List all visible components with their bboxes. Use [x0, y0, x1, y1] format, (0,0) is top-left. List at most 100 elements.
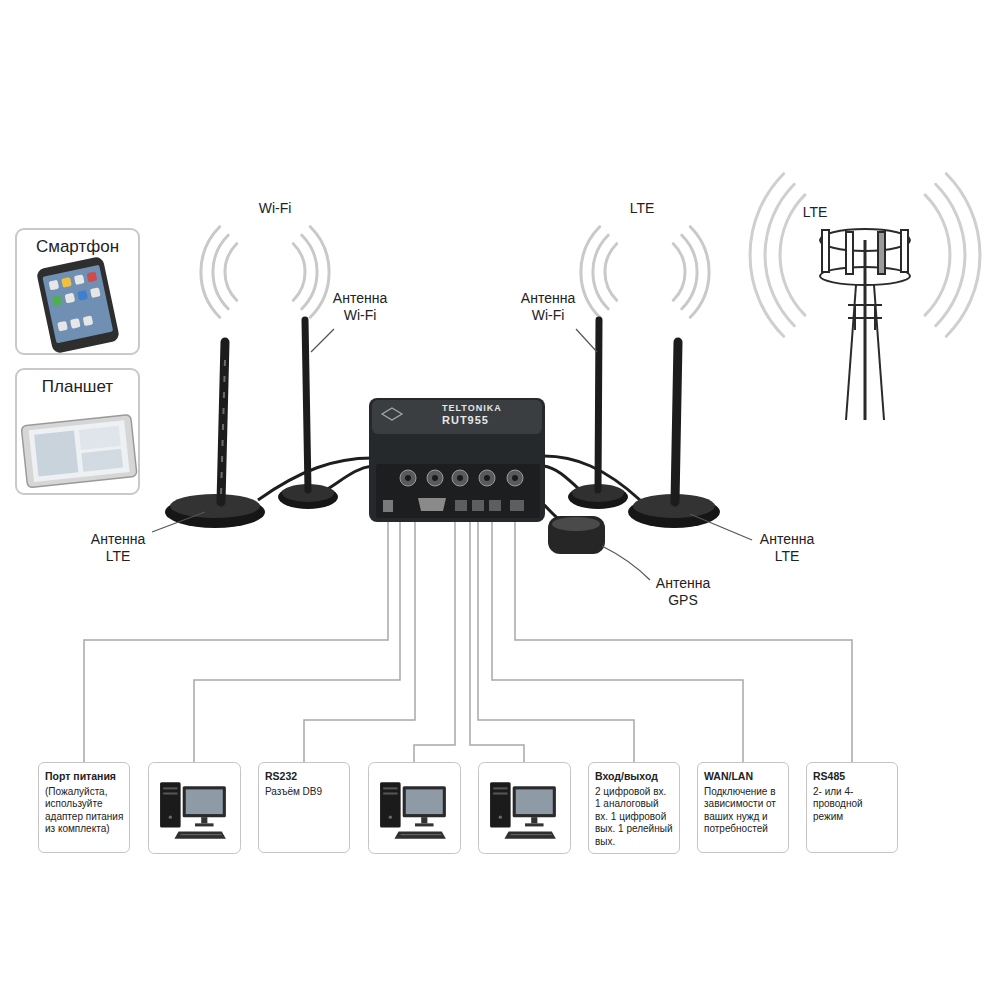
wifi-antenna — [598, 320, 599, 490]
router-body — [369, 398, 545, 522]
router-body — [400, 470, 416, 486]
wifi-waves — [310, 227, 329, 318]
port-description: Подключение в зависимости от ваших нужд … — [704, 786, 783, 836]
smartphone-picture — [90, 287, 101, 298]
leader-line — [152, 329, 752, 580]
leader-line — [576, 329, 597, 352]
smartphone-picture — [83, 315, 94, 326]
cable-connector — [478, 522, 634, 762]
gps-antenna — [548, 516, 605, 554]
router-body — [510, 500, 524, 511]
lte-waves — [581, 227, 600, 318]
lte-waves — [690, 227, 709, 318]
leader-line — [311, 329, 334, 352]
port-description: (Пожалуйста, используйте адаптер питания… — [45, 786, 124, 836]
smartphone-picture — [87, 272, 98, 283]
port-description: 2- или 4-проводной режим — [813, 786, 892, 824]
signal-label: LTE — [622, 200, 662, 217]
antenna-label: Антенна GPS — [650, 575, 716, 609]
port-description: Разъём DB9 — [265, 786, 344, 799]
signal-label: LTE — [795, 204, 835, 221]
port-box: Порт питания (Пожалуйста, используйте ада… — [38, 762, 130, 853]
tower-waves — [765, 184, 794, 325]
cell-tower — [822, 230, 829, 272]
cell-tower — [878, 232, 885, 274]
port-title: RS232 — [265, 770, 344, 783]
lte-waves — [682, 235, 697, 309]
cell-tower — [874, 305, 876, 330]
antenna-cable — [544, 466, 580, 490]
port-box: Вход/выход 2 цифровой вх. 1 аналоговый вх… — [588, 762, 680, 854]
smartphone-picture — [70, 318, 81, 329]
antenna-label: Антенна Wi-Fi — [327, 290, 393, 324]
computer-box — [490, 782, 556, 839]
port-title: WAN/LAN — [704, 770, 783, 783]
cell-tower — [846, 232, 853, 274]
router-body — [512, 475, 518, 481]
smartphone-picture — [61, 277, 72, 288]
tablet-picture — [79, 426, 121, 450]
port-box: RS485 2- или 4-проводной режим — [806, 762, 898, 853]
smartphone-picture — [57, 321, 68, 332]
lte-waves — [581, 227, 709, 318]
cable-connector — [515, 522, 852, 762]
port-box: RS232Разъём DB9 — [258, 762, 350, 853]
cable-wire — [414, 522, 455, 762]
router-body — [457, 475, 463, 481]
tower-waves — [780, 195, 805, 315]
computer-box — [479, 763, 571, 854]
computer-box — [149, 763, 241, 854]
port-title: Порт питания — [45, 770, 124, 783]
wifi-antenna — [305, 320, 308, 490]
router-body — [376, 464, 540, 518]
signal-label: Wi-Fi — [250, 200, 300, 217]
lte-waves — [593, 235, 608, 309]
tower-waves — [936, 184, 965, 325]
router-body — [507, 470, 523, 486]
router-body — [455, 500, 467, 511]
router-body — [405, 475, 411, 481]
wifi-antenna — [568, 320, 628, 509]
smartphone-picture — [36, 256, 120, 354]
cable-connector — [84, 522, 388, 762]
smartphone-picture — [36, 256, 120, 354]
port-title: RS485 — [813, 770, 892, 783]
router-body — [489, 500, 501, 511]
computer-box — [160, 782, 226, 839]
tablet-picture — [29, 420, 130, 482]
antenna-cable — [258, 456, 640, 520]
leader-line — [602, 546, 650, 580]
lte-antenna — [170, 494, 260, 518]
router-body — [472, 500, 484, 511]
router-body — [452, 470, 468, 486]
router-body — [432, 475, 438, 481]
lte-antenna — [221, 360, 225, 495]
computer-box — [380, 782, 446, 839]
lte-antenna — [675, 342, 678, 502]
cell-tower — [854, 305, 856, 330]
wifi-waves — [293, 244, 305, 301]
router-box: TELTONIKARUT955 — [368, 396, 546, 522]
device-box: Смартфон — [15, 228, 140, 355]
leader-line — [690, 514, 752, 540]
wifi-waves — [201, 227, 329, 318]
smartphone-picture — [48, 280, 59, 291]
port-description: 2 цифровой вх. 1 аналоговый вх. 1 цифров… — [595, 786, 674, 849]
antenna-cable — [326, 466, 372, 490]
smartphone-picture — [52, 295, 63, 306]
port-title: Вход/выход — [595, 770, 674, 783]
router-body — [484, 475, 490, 481]
cell-tower — [848, 317, 882, 319]
tablet-picture — [21, 415, 137, 488]
router-body — [479, 470, 495, 486]
cable-wire — [194, 522, 524, 762]
router-body — [382, 408, 402, 420]
computer-box — [149, 763, 241, 854]
wifi-antenna — [278, 320, 338, 509]
model-name: RUT955 — [442, 414, 546, 427]
cable-connector — [304, 522, 415, 762]
lte-antenna — [221, 342, 225, 502]
lte-waves — [673, 244, 685, 301]
leader-line — [152, 512, 205, 532]
